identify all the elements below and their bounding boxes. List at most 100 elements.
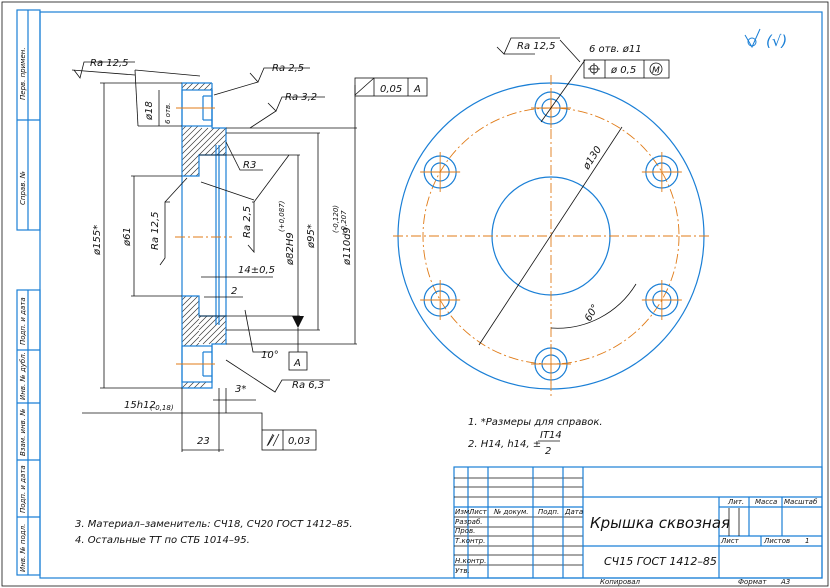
dim-14: 14±0,5: [238, 265, 275, 276]
position-tolerance: ø 0,5: [610, 65, 636, 76]
header-sign: Подп.: [538, 508, 559, 516]
dim-3: 3*: [235, 384, 246, 395]
scale-label: Масштаб: [784, 498, 818, 506]
roughness-label: Ra 3,2: [285, 92, 317, 103]
hatch-line: [181, 324, 200, 343]
section-annotations: Ra 12,5 Ra 2,5 Ra 3,2 Ra 12,5 Ra 2,5 Ra …: [90, 58, 421, 447]
part-title: Крышка сквозная: [590, 514, 730, 532]
hatch-line: [189, 336, 200, 347]
stamp-label: Перв. примен.: [19, 47, 27, 100]
dim-15-tolerance: (-0,18): [150, 404, 174, 412]
header-date: Дата: [564, 508, 583, 516]
stamp-label: Инв. № подл.: [19, 524, 27, 572]
row-developer: Разраб.: [455, 518, 483, 526]
runout-tolerance-value: 0,05: [380, 84, 402, 95]
note-3: 3. Материал–заменитель: СЧ18, СЧ20 ГОСТ …: [75, 519, 353, 530]
hatch-line: [181, 295, 199, 313]
stamp-label: Справ. №: [19, 171, 27, 205]
row-tech-control: Т.контр.: [455, 537, 485, 545]
mass-label: Масса: [755, 498, 777, 506]
title-block: Изм. Лист № докум. Подп. Дата Разраб. Пр…: [453, 466, 823, 586]
section-centerlines: [175, 107, 232, 365]
note-2-numerator: IT14: [540, 430, 562, 441]
header-list: Лист: [468, 508, 488, 516]
row-approved: Утв.: [455, 567, 470, 575]
dim-2: 2: [231, 286, 237, 297]
hatch-line: [198, 127, 203, 132]
hatch-line: [191, 82, 200, 91]
hatch-line: [181, 154, 200, 173]
section-hatching: [181, 82, 227, 389]
roughness-label: Ra 12,5: [517, 41, 556, 52]
sheets-label: Листов: [763, 537, 790, 545]
parallel-tolerance-value: 0,03: [288, 436, 310, 447]
sheet-label: Лист: [720, 537, 740, 545]
row-norm-control: Н.контр.: [455, 557, 486, 565]
left-stamp-column: Перв. примен. Справ. № Подп. и дата Инв.…: [16, 9, 41, 576]
runout-tolerance-datum: A: [413, 84, 421, 95]
dim-d110: ø110d9: [342, 227, 353, 266]
hatch-line: [187, 381, 195, 389]
holes-label: 6 отв. ø11: [589, 44, 642, 55]
dim-d61: ø61: [122, 227, 133, 247]
hatch-line: [181, 82, 188, 89]
hatch-line: [198, 127, 221, 150]
row-checked: Пров.: [455, 527, 475, 535]
dim-angle-10: 10°: [261, 350, 279, 361]
dim-holes: 6 отв.: [164, 103, 172, 124]
hatch-line: [185, 82, 194, 91]
lit-label: Лит.: [727, 498, 744, 506]
dim-d82: ø82H9: [285, 232, 296, 266]
hatch-line: [181, 125, 193, 137]
hatch-line: [197, 82, 206, 91]
notes: 1. *Размеры для справок. 2. H14, h14, ± …: [75, 417, 603, 546]
dim-d130: ø130: [581, 144, 605, 172]
hatch-line: [181, 312, 200, 331]
dim-d82-tolerance: (+0,087): [278, 200, 286, 232]
hatch-line: [181, 295, 187, 301]
datum-label: A: [293, 358, 301, 369]
hatch-line: [199, 381, 207, 389]
note-1: 1. *Размеры для справок.: [468, 417, 603, 428]
dim-d155: ø155*: [92, 225, 103, 256]
note-2: 2. H14, h14, ±: [468, 439, 541, 450]
drawing-frame: [39, 11, 823, 579]
hatch-line: [181, 318, 200, 337]
hatch-line: [214, 332, 227, 345]
hatch-line: [181, 306, 200, 325]
hatch-line: [183, 160, 200, 177]
plan-view: [393, 75, 709, 398]
hatch-line: [198, 315, 214, 331]
hatch-line: [181, 136, 200, 155]
hatch-line: [181, 295, 193, 307]
stamp-label: Подп. и дата: [19, 297, 27, 345]
format-value: A3: [780, 578, 790, 586]
hatch-line: [202, 320, 227, 345]
roughness-label: Ra 2,5: [242, 206, 253, 238]
stamp-label: Подп. и дата: [19, 465, 27, 513]
stamp-label: Инв. № дубл.: [19, 352, 27, 400]
hatch-line: [198, 127, 215, 144]
hatch-line: [181, 148, 200, 167]
hatch-line: [181, 125, 199, 143]
stamp-label: Взам. инв. №: [19, 408, 27, 456]
dimension-lines: [71, 61, 428, 452]
hatch-line: [203, 82, 212, 91]
hatch-line: [181, 142, 200, 161]
section-profile: [181, 82, 227, 389]
hatch-line: [198, 315, 226, 343]
copied-label: Копировал: [600, 578, 641, 586]
hatch-line: [208, 326, 227, 345]
roughness-label: Ra 12,5: [90, 58, 129, 69]
header-doc: № докум.: [493, 508, 529, 516]
roughness-label: Ra 2,5: [272, 63, 304, 74]
sheets-count: 1: [805, 537, 809, 545]
dim-23: 23: [197, 436, 210, 447]
header-izm: Изм.: [455, 508, 471, 516]
dim-r3: R3: [243, 160, 256, 171]
hatch-line: [181, 130, 200, 149]
plan-annotations: Ra 12,5 6 отв. ø11 M ø 0,5 ø130 60° (√): [478, 28, 787, 346]
dim-d95: ø95*: [306, 224, 317, 249]
